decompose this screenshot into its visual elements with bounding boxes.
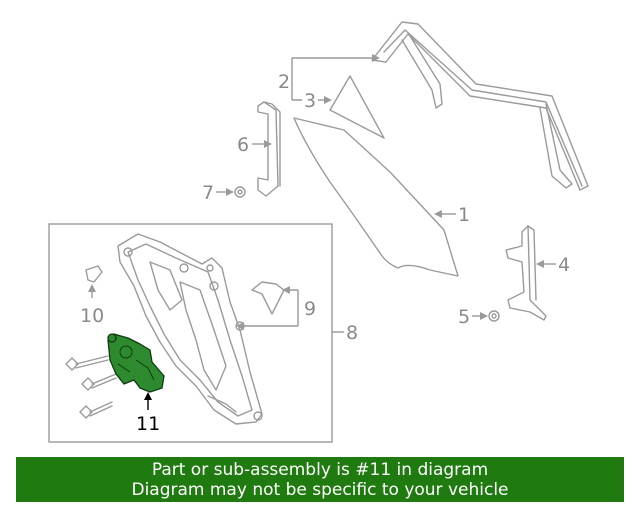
callout-5: 5 xyxy=(458,306,470,328)
callout-8: 8 xyxy=(346,322,358,344)
subassembly-box xyxy=(48,223,333,443)
leader-11 xyxy=(144,392,152,410)
window-regulator-panel xyxy=(117,233,263,425)
clip-10 xyxy=(85,265,103,283)
callout-4: 4 xyxy=(558,254,570,276)
info-banner: Part or sub-assembly is #11 in diagram D… xyxy=(16,457,624,502)
door-glass xyxy=(293,117,459,277)
window-motor-highlighted xyxy=(107,333,165,393)
callout-10: 10 xyxy=(80,305,104,327)
callout-1: 1 xyxy=(458,204,470,226)
bolt-2 xyxy=(81,373,117,391)
callout-11: 11 xyxy=(136,413,160,435)
clip-9 xyxy=(251,281,285,315)
nut-5 xyxy=(488,310,500,322)
banner-line-1: Part or sub-assembly is #11 in diagram xyxy=(151,459,489,480)
parts-diagram: 1 2 3 4 5 6 7 8 9 10 11 xyxy=(48,21,589,443)
bolt-3 xyxy=(79,401,113,419)
nut-7 xyxy=(234,186,246,198)
callout-6: 6 xyxy=(237,134,249,156)
leader-lines xyxy=(88,54,556,333)
callout-9: 9 xyxy=(304,298,316,320)
banner-line-2: Diagram may not be specific to your vehi… xyxy=(131,479,509,500)
rear-guide-rail xyxy=(505,225,547,321)
quarter-glass xyxy=(329,75,385,139)
guide-rail xyxy=(257,101,281,197)
bolt-1 xyxy=(65,355,109,371)
callout-2: 2 xyxy=(278,71,290,93)
callout-7: 7 xyxy=(202,182,214,204)
glass-run-channel xyxy=(371,21,589,191)
callout-3: 3 xyxy=(304,90,316,112)
